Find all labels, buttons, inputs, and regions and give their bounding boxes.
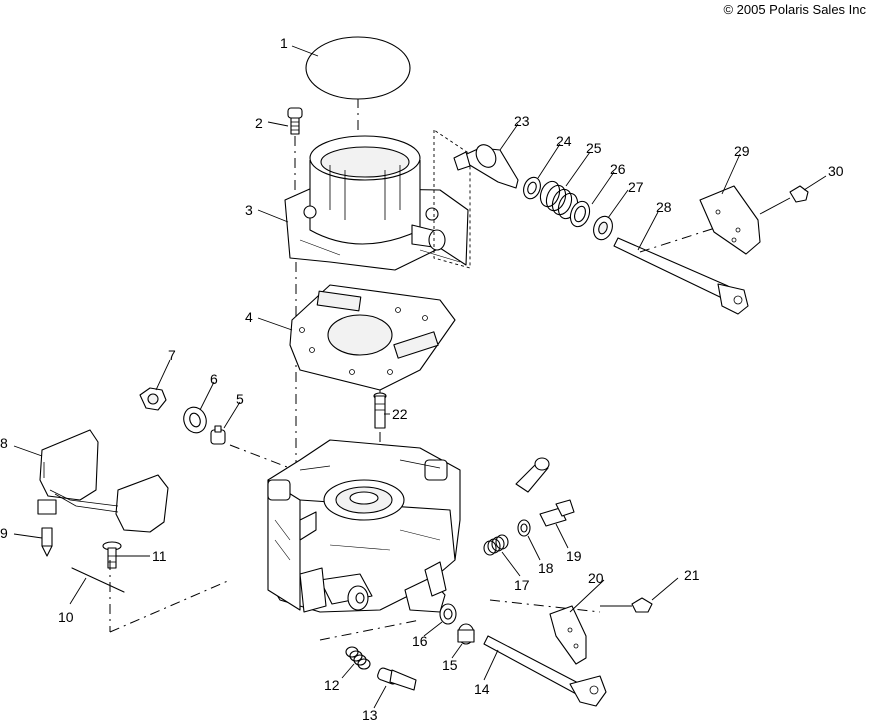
part-23-cam — [433, 129, 519, 269]
callout-10: 10 — [58, 609, 74, 625]
callout-7: 7 — [168, 347, 176, 363]
part-11-screw — [102, 541, 122, 569]
callout-21: 21 — [684, 567, 700, 583]
callout-13: 13 — [362, 707, 378, 722]
callout-20: 20 — [588, 570, 604, 586]
part-30-screw — [759, 185, 809, 215]
carburetor-main-body — [267, 439, 461, 613]
part-15-bushing — [457, 623, 475, 645]
callout-8: 8 — [0, 435, 8, 451]
part-29-plate — [699, 185, 761, 255]
part-22-pin — [373, 392, 387, 429]
part-27-bushing — [593, 215, 613, 241]
callout-9: 9 — [0, 525, 8, 541]
part-7-nut — [139, 387, 167, 411]
part-6-washer — [183, 406, 207, 434]
callout-12: 12 — [324, 677, 340, 693]
part-14-shaft — [483, 599, 607, 707]
part-4-gasket — [289, 284, 456, 391]
callout-5: 5 — [236, 391, 244, 407]
part-20-plate — [549, 605, 587, 665]
callout-26: 26 — [610, 161, 626, 177]
callout-19: 19 — [566, 548, 582, 564]
part-9-needle — [41, 527, 53, 557]
callout-labels: 1 2 3 4 5 6 7 8 9 10 11 12 13 14 15 16 1… — [0, 35, 844, 722]
part-18-oring — [517, 519, 531, 537]
callout-25: 25 — [586, 140, 602, 156]
part-12-spring — [319, 619, 421, 670]
part-26-washer — [569, 200, 591, 228]
copyright-notice: © 2005 Polaris Sales Inc — [723, 2, 866, 17]
callout-24: 24 — [556, 133, 572, 149]
part-21-screw — [600, 597, 653, 613]
callout-16: 16 — [412, 633, 428, 649]
part-5-jet — [210, 425, 226, 445]
callout-6: 6 — [210, 371, 218, 387]
callout-2: 2 — [255, 115, 263, 131]
callout-11: 11 — [152, 548, 167, 564]
part-28-shaft — [613, 219, 749, 315]
callout-3: 3 — [245, 202, 253, 218]
pilot-screw — [515, 457, 550, 493]
leader-lines — [13, 45, 827, 709]
callout-18: 18 — [538, 560, 554, 576]
part-13-screw — [377, 667, 417, 691]
callout-4: 4 — [245, 309, 253, 325]
part-8-float — [37, 429, 169, 533]
callout-23: 23 — [514, 113, 530, 129]
part-24-washer — [523, 176, 541, 200]
callout-29: 29 — [734, 143, 750, 159]
part-3-top-body — [284, 135, 469, 271]
part-19-screw — [539, 499, 575, 527]
part-2-screw — [287, 107, 303, 200]
part-16-washer — [439, 603, 457, 625]
part-1-filter-disc — [305, 36, 411, 100]
callout-28: 28 — [656, 199, 672, 215]
callout-30: 30 — [828, 163, 844, 179]
callout-17: 17 — [514, 577, 530, 593]
part-10-float-pin — [71, 560, 231, 633]
callout-14: 14 — [474, 681, 490, 697]
callout-15: 15 — [442, 657, 458, 673]
part-17-spring — [483, 534, 509, 556]
callout-27: 27 — [628, 179, 644, 195]
callout-22: 22 — [392, 406, 408, 422]
callout-1: 1 — [280, 35, 288, 51]
